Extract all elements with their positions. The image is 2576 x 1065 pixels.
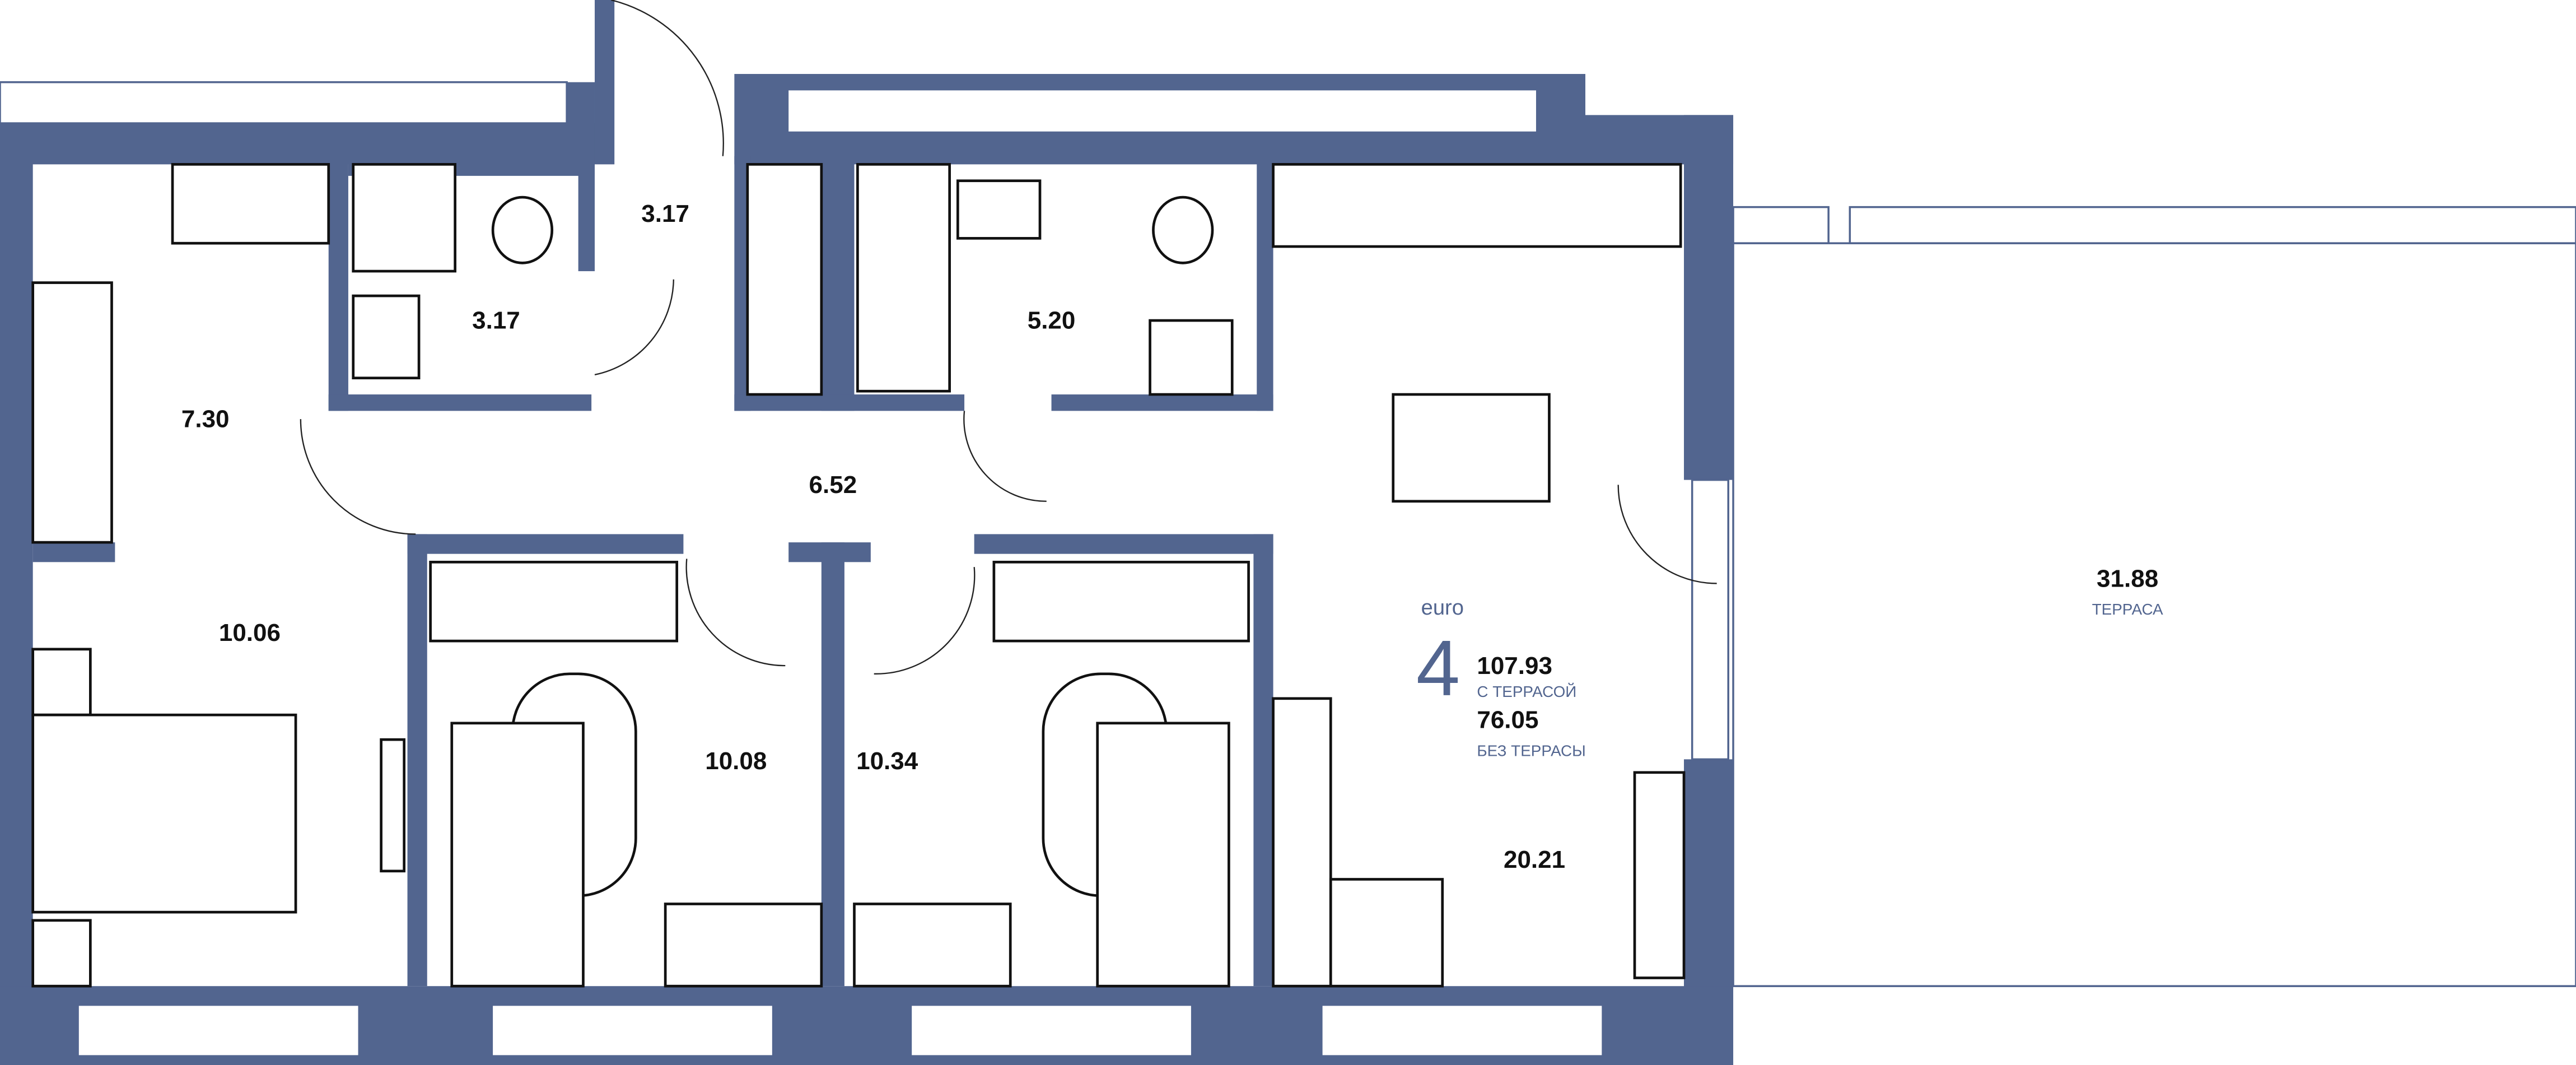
apartment-summary: euro 4 107.93 С ТЕРРАСОЙ 76.05 БЕЗ ТЕРРА… <box>1416 596 1586 759</box>
terrace <box>1732 206 2576 987</box>
with-terrace-label: С ТЕРРАСОЙ <box>1477 683 1576 700</box>
room-area-bedroom-3: 10.34 <box>856 747 918 775</box>
walls <box>0 0 1734 1065</box>
class-label: euro <box>1421 596 1464 620</box>
room-area-bedroom-master: 10.06 <box>219 619 281 647</box>
total-with-terrace: 107.93 <box>1477 652 1552 680</box>
room-area-bedroom-2: 10.08 <box>705 747 767 775</box>
room-area-hall: 6.52 <box>809 471 857 499</box>
rooms-count: 4 <box>1416 624 1460 712</box>
room-labels: 7.30 3.17 3.17 5.20 6.52 10.06 10.08 10.… <box>181 200 2163 873</box>
terrace-area: 31.88 <box>2097 565 2158 592</box>
room-area-shower: 3.17 <box>472 307 520 334</box>
without-terrace-label: БЕЗ ТЕРРАСЫ <box>1477 742 1585 759</box>
room-area-vestibule: 3.17 <box>641 200 689 227</box>
doors <box>300 0 1717 675</box>
room-area-kitchen-living: 20.21 <box>1504 846 1565 873</box>
total-without-terrace: 76.05 <box>1477 706 1538 734</box>
furniture <box>31 163 1686 988</box>
room-area-bathroom: 5.20 <box>1028 307 1076 334</box>
room-area-wardrobe: 7.30 <box>181 406 230 433</box>
terrace-label: ТЕРРАСА <box>2092 601 2163 618</box>
